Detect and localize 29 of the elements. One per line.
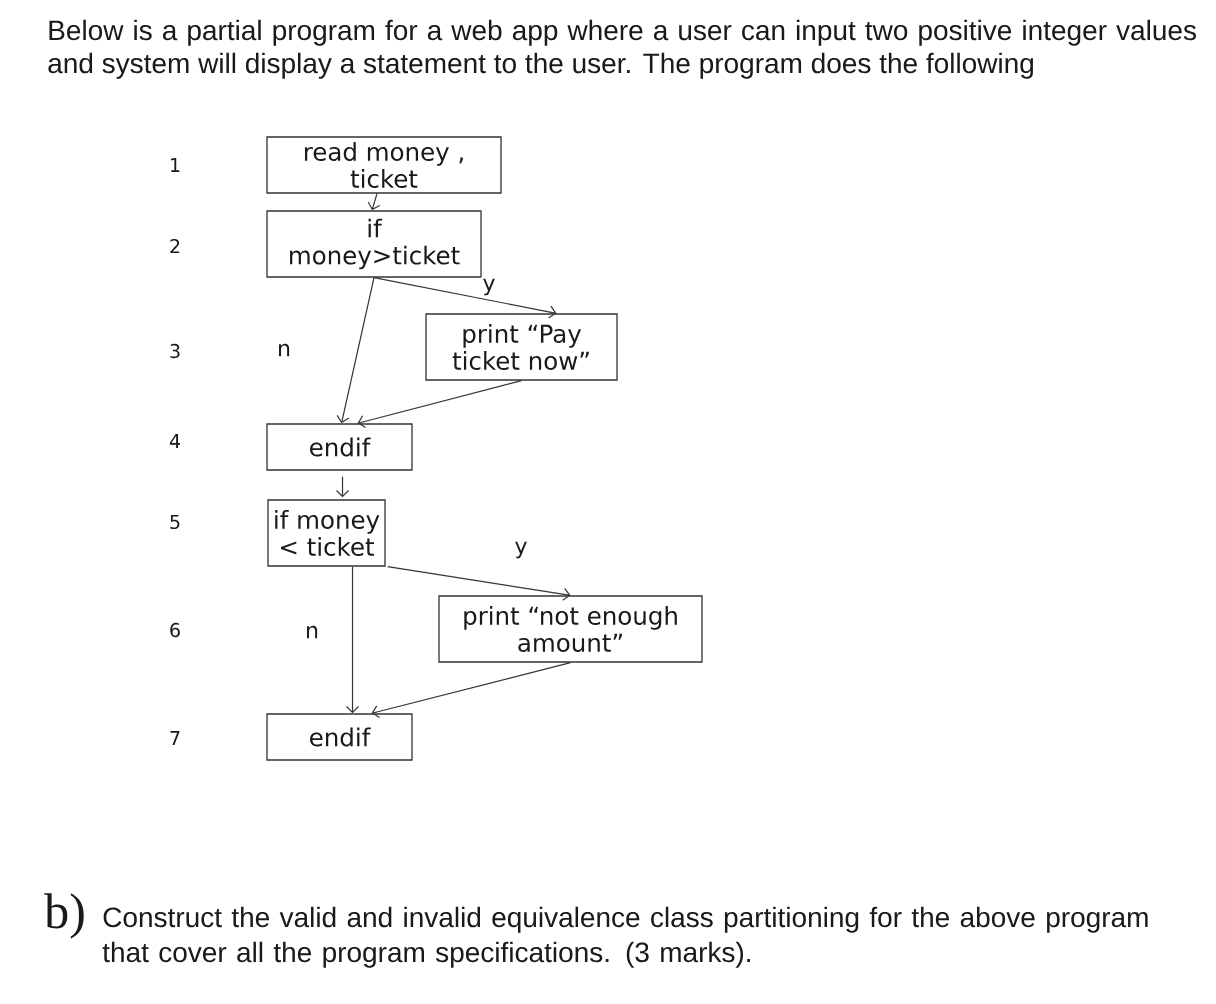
endif-box: endif	[266, 713, 413, 761]
intro-paragraph: Below is a partial program for a web app where a user can input two positive integer values and system will display a statement to the user. The program does the following	[48, 19, 1196, 79]
statement-box: print “not enough amount”	[438, 595, 703, 663]
arrow	[367, 193, 381, 211]
arrow	[373, 277, 557, 319]
arrow	[336, 277, 375, 424]
line-number: 4	[169, 434, 180, 448]
line-number: 7	[170, 731, 180, 745]
condition-box: if money < ticket	[267, 499, 386, 567]
statement-box: read money , ticket	[266, 136, 502, 194]
arrow	[345, 566, 360, 714]
arrow	[357, 380, 523, 429]
arrow	[387, 566, 571, 601]
arrow	[335, 476, 350, 498]
line-number: 2	[170, 238, 180, 254]
edge-label: n	[303, 624, 321, 640]
line-number: 6	[170, 622, 180, 638]
statement-box: print “Pay ticket now”	[425, 313, 618, 381]
edge-label: n	[275, 342, 293, 358]
edge-label: y	[513, 540, 529, 560]
line-number: 5	[170, 514, 180, 530]
line-number: 1	[171, 158, 180, 172]
edge-label: y	[481, 277, 497, 297]
condition-box: if money>ticket	[266, 210, 482, 278]
line-number: 3	[170, 343, 180, 359]
question-number: b)	[44, 893, 84, 939]
arrow	[371, 662, 572, 719]
endif-box: endif	[266, 423, 413, 471]
question-text: Construct the valid and invalid equivalence class partitioning for the above program that cover all the program specifications. (3 marks).	[102, 906, 1148, 968]
